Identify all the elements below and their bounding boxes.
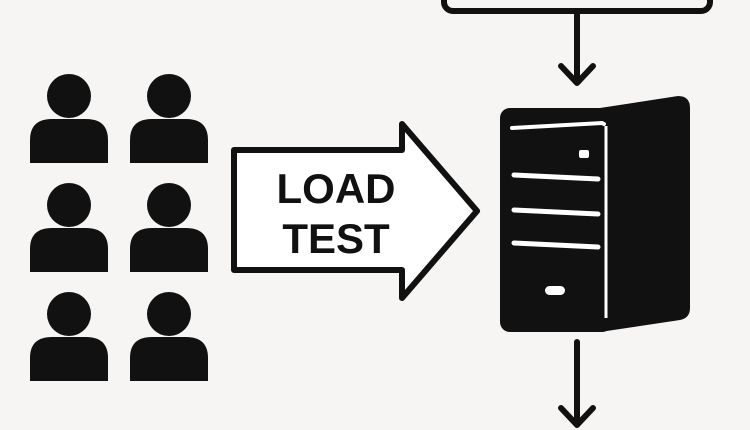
user-icon [30,292,108,381]
user-icon [130,292,208,381]
incoming-arrow-icon [558,8,596,86]
load-test-arrow-icon: LOAD TEST [231,121,480,301]
users-group [30,74,208,381]
user-icon [30,183,108,272]
user-icon [30,74,108,163]
user-icon [130,74,208,163]
server-tower-icon [500,96,690,332]
user-icon [130,183,208,272]
outgoing-arrow-icon [558,339,596,428]
load-test-label-line2: TEST [282,215,390,262]
load-test-label-line1: LOAD [277,165,396,212]
